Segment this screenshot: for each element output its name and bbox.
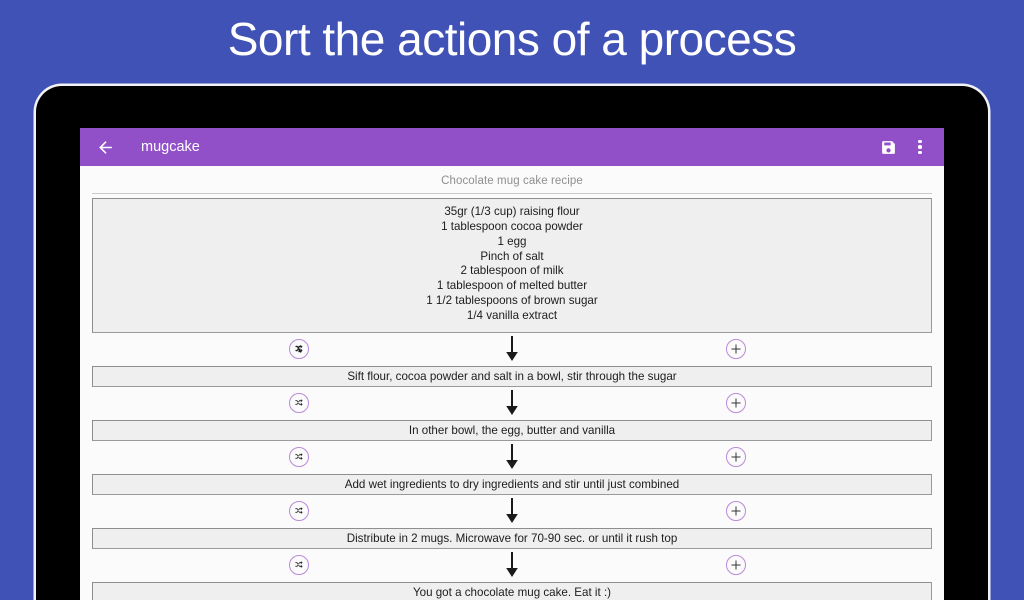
connector-row: [92, 549, 932, 581]
ingredient-item: 1 tablespoon of melted butter: [436, 279, 588, 293]
plus-icon[interactable]: [726, 446, 747, 467]
recipe-content: Chocolate mug cake recipe 35gr (1/3 cup)…: [80, 166, 944, 600]
ingredient-item: Pinch of salt: [480, 249, 544, 263]
plus-icon[interactable]: [726, 392, 747, 413]
ingredient-item: 1 1/2 tablespoons of brown sugar: [426, 294, 598, 308]
step-box[interactable]: Distribute in 2 mugs. Microwave for 70-9…: [92, 527, 932, 549]
step-box[interactable]: In other bowl, the egg, butter and vanil…: [92, 419, 932, 441]
ingredients-box[interactable]: 35gr (1/3 cup) raising flour 1 tablespoo…: [92, 198, 932, 333]
step-box[interactable]: You got a chocolate mug cake. Eat it :): [92, 581, 932, 600]
step-box[interactable]: Sift flour, cocoa powder and salt in a b…: [92, 365, 932, 387]
ingredient-item: 35gr (1/3 cup) raising flour: [444, 205, 580, 218]
plus-icon[interactable]: [726, 554, 747, 575]
connector-row: [92, 441, 932, 473]
down-arrow-icon: [505, 389, 519, 416]
app-bar-title: mugcake: [141, 139, 200, 155]
down-arrow-icon: [505, 497, 519, 524]
ingredient-item: 1 tablespoon cocoa powder: [441, 219, 583, 233]
ingredient-item: 1/4 vanilla extract: [466, 308, 558, 322]
shuffle-icon[interactable]: [289, 338, 310, 359]
overflow-menu-icon[interactable]: [906, 133, 934, 161]
down-arrow-icon: [505, 335, 519, 362]
ingredient-item: 1 egg: [497, 234, 527, 248]
save-icon[interactable]: [874, 133, 902, 161]
step-box[interactable]: Add wet ingredients to dry ingredients a…: [92, 473, 932, 495]
shuffle-icon[interactable]: [289, 500, 310, 521]
app-bar: mugcake: [80, 128, 944, 166]
headline-text: Sort the actions of a process: [227, 13, 797, 65]
connector-row: [92, 387, 932, 419]
recipe-title: Chocolate mug cake recipe: [441, 175, 583, 187]
shuffle-icon[interactable]: [289, 554, 310, 575]
plus-icon[interactable]: [726, 338, 747, 359]
ingredient-item: 2 tablespoon of milk: [460, 264, 564, 278]
tablet-device-frame: mugcake Chocolate mug cake recipe: [36, 86, 988, 600]
connector-row: [92, 333, 932, 365]
tablet-screen: mugcake Chocolate mug cake recipe: [80, 128, 944, 600]
shuffle-icon[interactable]: [289, 446, 310, 467]
plus-icon[interactable]: [726, 500, 747, 521]
down-arrow-icon: [505, 443, 519, 470]
shuffle-icon[interactable]: [289, 392, 310, 413]
back-arrow-icon[interactable]: [92, 134, 118, 160]
overflow-dots: [918, 139, 922, 155]
down-arrow-icon: [505, 551, 519, 578]
connector-row: [92, 495, 932, 527]
title-divider: [92, 193, 932, 194]
